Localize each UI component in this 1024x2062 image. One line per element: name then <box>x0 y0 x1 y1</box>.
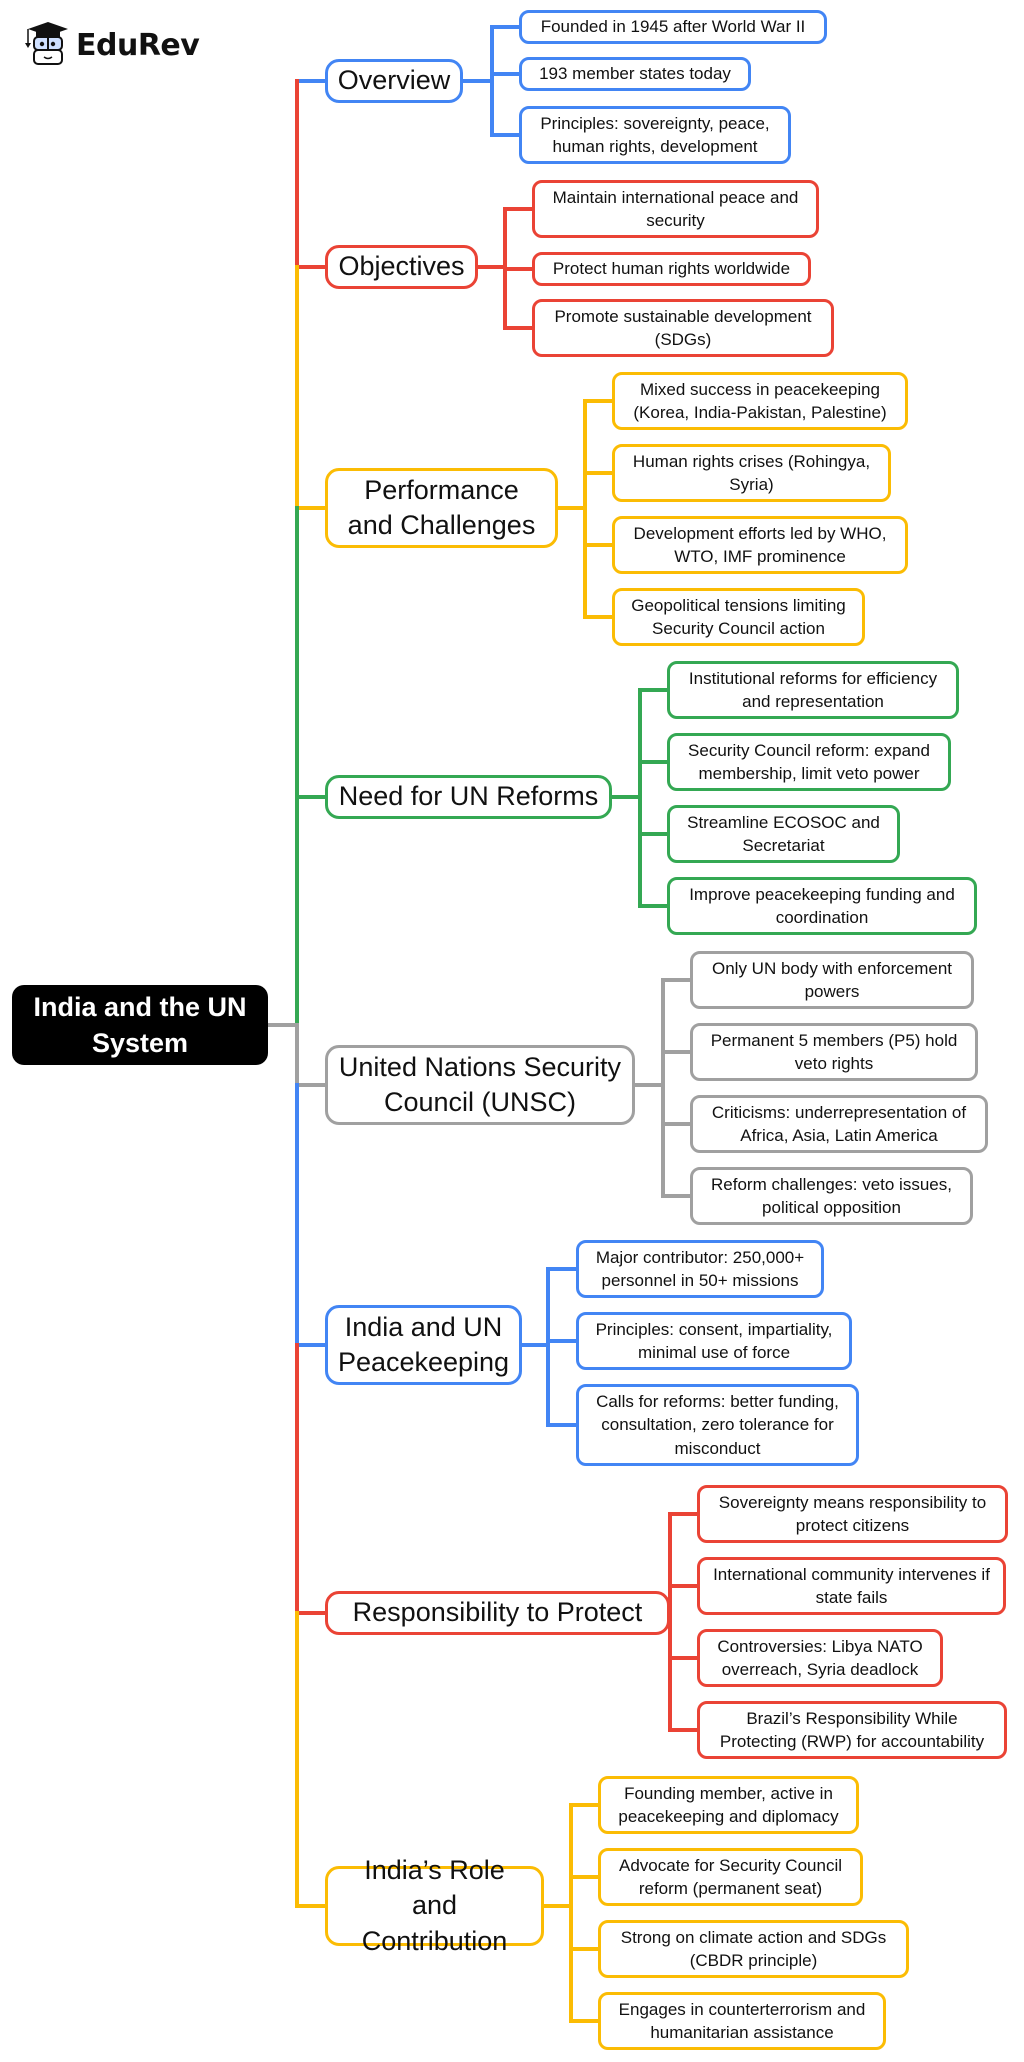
leaf-label: Advocate for Security Council reform (pe… <box>619 1855 842 1898</box>
leaf-node[interactable]: Protect human rights worldwide <box>532 252 811 286</box>
leaf-node[interactable]: Reform challenges: veto issues, politica… <box>690 1167 973 1225</box>
branch-node[interactable]: Need for UN Reforms <box>325 775 612 819</box>
leaf-label: Security Council reform: expand membersh… <box>688 740 930 783</box>
branch-node[interactable]: Overview <box>325 59 463 103</box>
branch-node[interactable]: India’s Role and Contribution <box>325 1855 544 1956</box>
leaf-node[interactable]: Calls for reforms: better funding, consu… <box>576 1384 859 1466</box>
leaf-label: Mixed success in peacekeeping (Korea, In… <box>633 379 887 422</box>
leaf-label: Engages in counterterrorism and humanita… <box>618 1999 866 2042</box>
leaf-node[interactable]: Human rights crises (Rohingya, Syria) <box>612 444 891 502</box>
branch-node[interactable]: United Nations Security Council (UNSC) <box>325 1045 635 1125</box>
leaf-label: Brazil’s Responsibility While Protecting… <box>719 1708 985 1751</box>
leaf-node[interactable]: Advocate for Security Council reform (pe… <box>598 1848 863 1906</box>
leaf-node[interactable]: Permanent 5 members (P5) hold veto right… <box>690 1023 978 1081</box>
branch-label: Need for UN Reforms <box>338 781 599 812</box>
leaf-label: Principles: sovereignty, peace, human ri… <box>540 113 770 156</box>
leaf-node[interactable]: Streamline ECOSOC and Secretariat <box>667 805 900 863</box>
leaf-label: Reform challenges: veto issues, politica… <box>711 1174 952 1217</box>
leaf-node[interactable]: Principles: consent, impartiality, minim… <box>576 1312 852 1370</box>
leaf-label: Major contributor: 250,000+ personnel in… <box>595 1247 805 1290</box>
leaf-label: 193 member states today <box>539 64 731 84</box>
branch-label: United Nations Security Council (UNSC) <box>338 1051 622 1117</box>
leaf-node[interactable]: 193 member states today <box>519 57 751 91</box>
leaf-label: Streamline ECOSOC and Secretariat <box>687 812 880 855</box>
branch-label: Overview <box>337 65 451 96</box>
leaf-label: Founded in 1945 after World War II <box>540 17 806 37</box>
leaf-node[interactable]: Institutional reforms for efficiency and… <box>667 661 959 719</box>
branch-node[interactable]: Performance and Challenges <box>325 468 558 548</box>
leaf-node[interactable]: Controversies: Libya NATO overreach, Syr… <box>697 1629 943 1687</box>
leaf-label: Geopolitical tensions limiting Security … <box>631 595 846 638</box>
leaf-label: Criticisms: underrepresentation of Afric… <box>711 1102 967 1145</box>
leaf-label: Strong on climate action and SDGs (CBDR … <box>620 1927 887 1970</box>
leaf-node[interactable]: Mixed success in peacekeeping (Korea, In… <box>612 372 908 430</box>
leaf-node[interactable]: Criticisms: underrepresentation of Afric… <box>690 1095 988 1153</box>
leaf-label: Maintain international peace and securit… <box>552 187 799 230</box>
leaf-label: Principles: consent, impartiality, minim… <box>595 1319 833 1362</box>
leaf-node[interactable]: Major contributor: 250,000+ personnel in… <box>576 1240 824 1298</box>
branch-node[interactable]: India and UN Peacekeeping <box>325 1305 522 1385</box>
branch-node[interactable]: Responsibility to Protect <box>325 1591 670 1635</box>
root-node[interactable]: India and the UN System <box>12 985 268 1065</box>
leaf-label: Sovereignty means responsibility to prot… <box>718 1492 987 1535</box>
leaf-label: International community intervenes if st… <box>713 1564 990 1607</box>
leaf-label: Only UN body with enforcement powers <box>712 958 952 1001</box>
leaf-label: Permanent 5 members (P5) hold veto right… <box>710 1030 958 1073</box>
leaf-node[interactable]: Security Council reform: expand membersh… <box>667 733 951 791</box>
branch-label: India and UN Peacekeeping <box>337 1311 510 1377</box>
leaf-node[interactable]: Only UN body with enforcement powers <box>690 951 974 1009</box>
leaf-node[interactable]: Development efforts led by WHO, WTO, IMF… <box>612 516 908 574</box>
branch-label: Objectives <box>338 251 465 282</box>
branch-label: Responsibility to Protect <box>352 1597 643 1628</box>
leaf-label: Human rights crises (Rohingya, Syria) <box>632 451 871 494</box>
leaf-label: Improve peacekeeping funding and coordin… <box>689 884 955 927</box>
leaf-node[interactable]: Geopolitical tensions limiting Security … <box>612 588 865 646</box>
branch-label: India’s Role and Contribution <box>361 1855 508 1956</box>
leaf-node[interactable]: Engages in counterterrorism and humanita… <box>598 1992 886 2050</box>
brand-name: EduRev <box>76 27 200 63</box>
leaf-node[interactable]: Strong on climate action and SDGs (CBDR … <box>598 1920 909 1978</box>
leaf-node[interactable]: Founded in 1945 after World War II <box>519 10 827 44</box>
leaf-node[interactable]: Founding member, active in peacekeeping … <box>598 1776 859 1834</box>
leaf-node[interactable]: Principles: sovereignty, peace, human ri… <box>519 106 791 164</box>
leaf-label: Calls for reforms: better funding, consu… <box>596 1391 839 1458</box>
leaf-label: Institutional reforms for efficiency and… <box>688 668 938 711</box>
leaf-node[interactable]: Improve peacekeeping funding and coordin… <box>667 877 977 935</box>
leaf-node[interactable]: Promote sustainable development (SDGs) <box>532 299 834 357</box>
leaf-label: Promote sustainable development (SDGs) <box>554 306 812 349</box>
leaf-label: Controversies: Libya NATO overreach, Syr… <box>717 1636 923 1679</box>
root-label: India and the UN System <box>33 991 247 1058</box>
leaf-node[interactable]: Maintain international peace and securit… <box>532 180 819 238</box>
leaf-node[interactable]: Brazil’s Responsibility While Protecting… <box>697 1701 1007 1759</box>
leaf-node[interactable]: International community intervenes if st… <box>697 1557 1006 1615</box>
leaf-label: Development efforts led by WHO, WTO, IMF… <box>633 523 887 566</box>
graduation-cap-mascot-icon <box>22 19 70 72</box>
leaf-node[interactable]: Sovereignty means responsibility to prot… <box>697 1485 1008 1543</box>
brand-logo[interactable]: EduRev <box>22 19 200 72</box>
branch-node[interactable]: Objectives <box>325 245 478 289</box>
branch-label: Performance and Challenges <box>347 474 536 540</box>
leaf-label: Protect human rights worldwide <box>552 259 791 279</box>
leaf-label: Founding member, active in peacekeeping … <box>618 1783 839 1826</box>
